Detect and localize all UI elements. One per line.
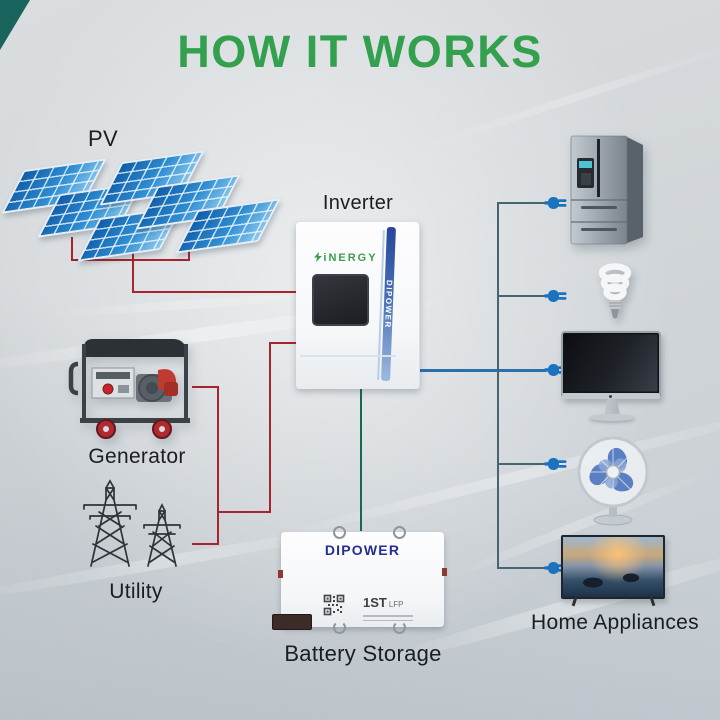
utility-line-segment (192, 543, 219, 545)
inverter-side-brand: DIPOWER (383, 279, 394, 329)
monitor-screen (561, 331, 661, 399)
battery-spec-line (363, 619, 413, 621)
battery-brand-text: DIPOWER (324, 542, 401, 558)
ac-output-main-line (420, 369, 499, 372)
light-bulb-icon (598, 263, 632, 319)
pv-line-segment (132, 259, 134, 292)
home-appliances-label: Home Appliances (531, 611, 699, 634)
battery-mount-tab (278, 570, 283, 578)
battery-hook (393, 621, 406, 634)
desk-fan-icon (577, 436, 649, 526)
monitor-stand (604, 399, 620, 414)
battery-model-sub: LFP (388, 600, 404, 609)
battery-spec-line (363, 615, 413, 617)
battery-hook (333, 621, 346, 634)
ac-output-bus (497, 202, 499, 569)
generator-line-segment (192, 386, 219, 388)
ac-input-line-segment (269, 342, 271, 513)
branch-refrigerator (499, 202, 546, 204)
pv-line-segment (132, 291, 310, 293)
lightning-bolt-icon (314, 252, 323, 262)
power-plug-icon (544, 562, 567, 574)
television-icon (561, 535, 665, 607)
qr-code (323, 594, 345, 616)
page-title: HOW IT WORKS (177, 26, 543, 77)
branch-monitor (499, 369, 546, 372)
computer-monitor-icon (561, 331, 663, 421)
solar-panels-icon (1, 150, 281, 262)
battery-connector (272, 614, 312, 630)
battery-hook (393, 526, 406, 539)
utility-towers-icon (83, 479, 181, 567)
generator-utility-bus (217, 386, 219, 545)
inverter-screen (312, 274, 369, 326)
tv-leg (649, 596, 655, 607)
battery-mount-tab (442, 568, 447, 576)
ac-input-line-segment (269, 342, 310, 344)
battery-line (360, 389, 362, 531)
branch-bulb (499, 295, 546, 297)
monitor-base (589, 414, 635, 421)
pv-line-segment (71, 237, 73, 260)
inverter-device: iNERGY DIPOWER (296, 222, 420, 389)
refrigerator-icon (570, 135, 643, 245)
branch-tv (499, 567, 546, 569)
power-plug-icon (544, 458, 567, 470)
inverter-brand-text: iNERGY (323, 252, 378, 264)
power-plug-icon (544, 290, 567, 302)
inverter-label: Inverter (322, 192, 394, 214)
ac-input-line-segment (217, 511, 271, 513)
pv-label: PV (88, 126, 118, 151)
generator-icon (68, 339, 190, 439)
battery-model-main: 1ST (363, 595, 387, 610)
inverter-brand-logo: iNERGY (296, 252, 396, 264)
generator-label: Generator (88, 445, 186, 468)
pv-line-segment (71, 259, 190, 261)
inverter-seam (300, 355, 396, 357)
branch-fan (499, 463, 546, 465)
battery-label: Battery Storage (284, 641, 442, 666)
battery-hook (333, 526, 346, 539)
utility-label: Utility (109, 580, 163, 603)
power-plug-icon (544, 197, 567, 209)
